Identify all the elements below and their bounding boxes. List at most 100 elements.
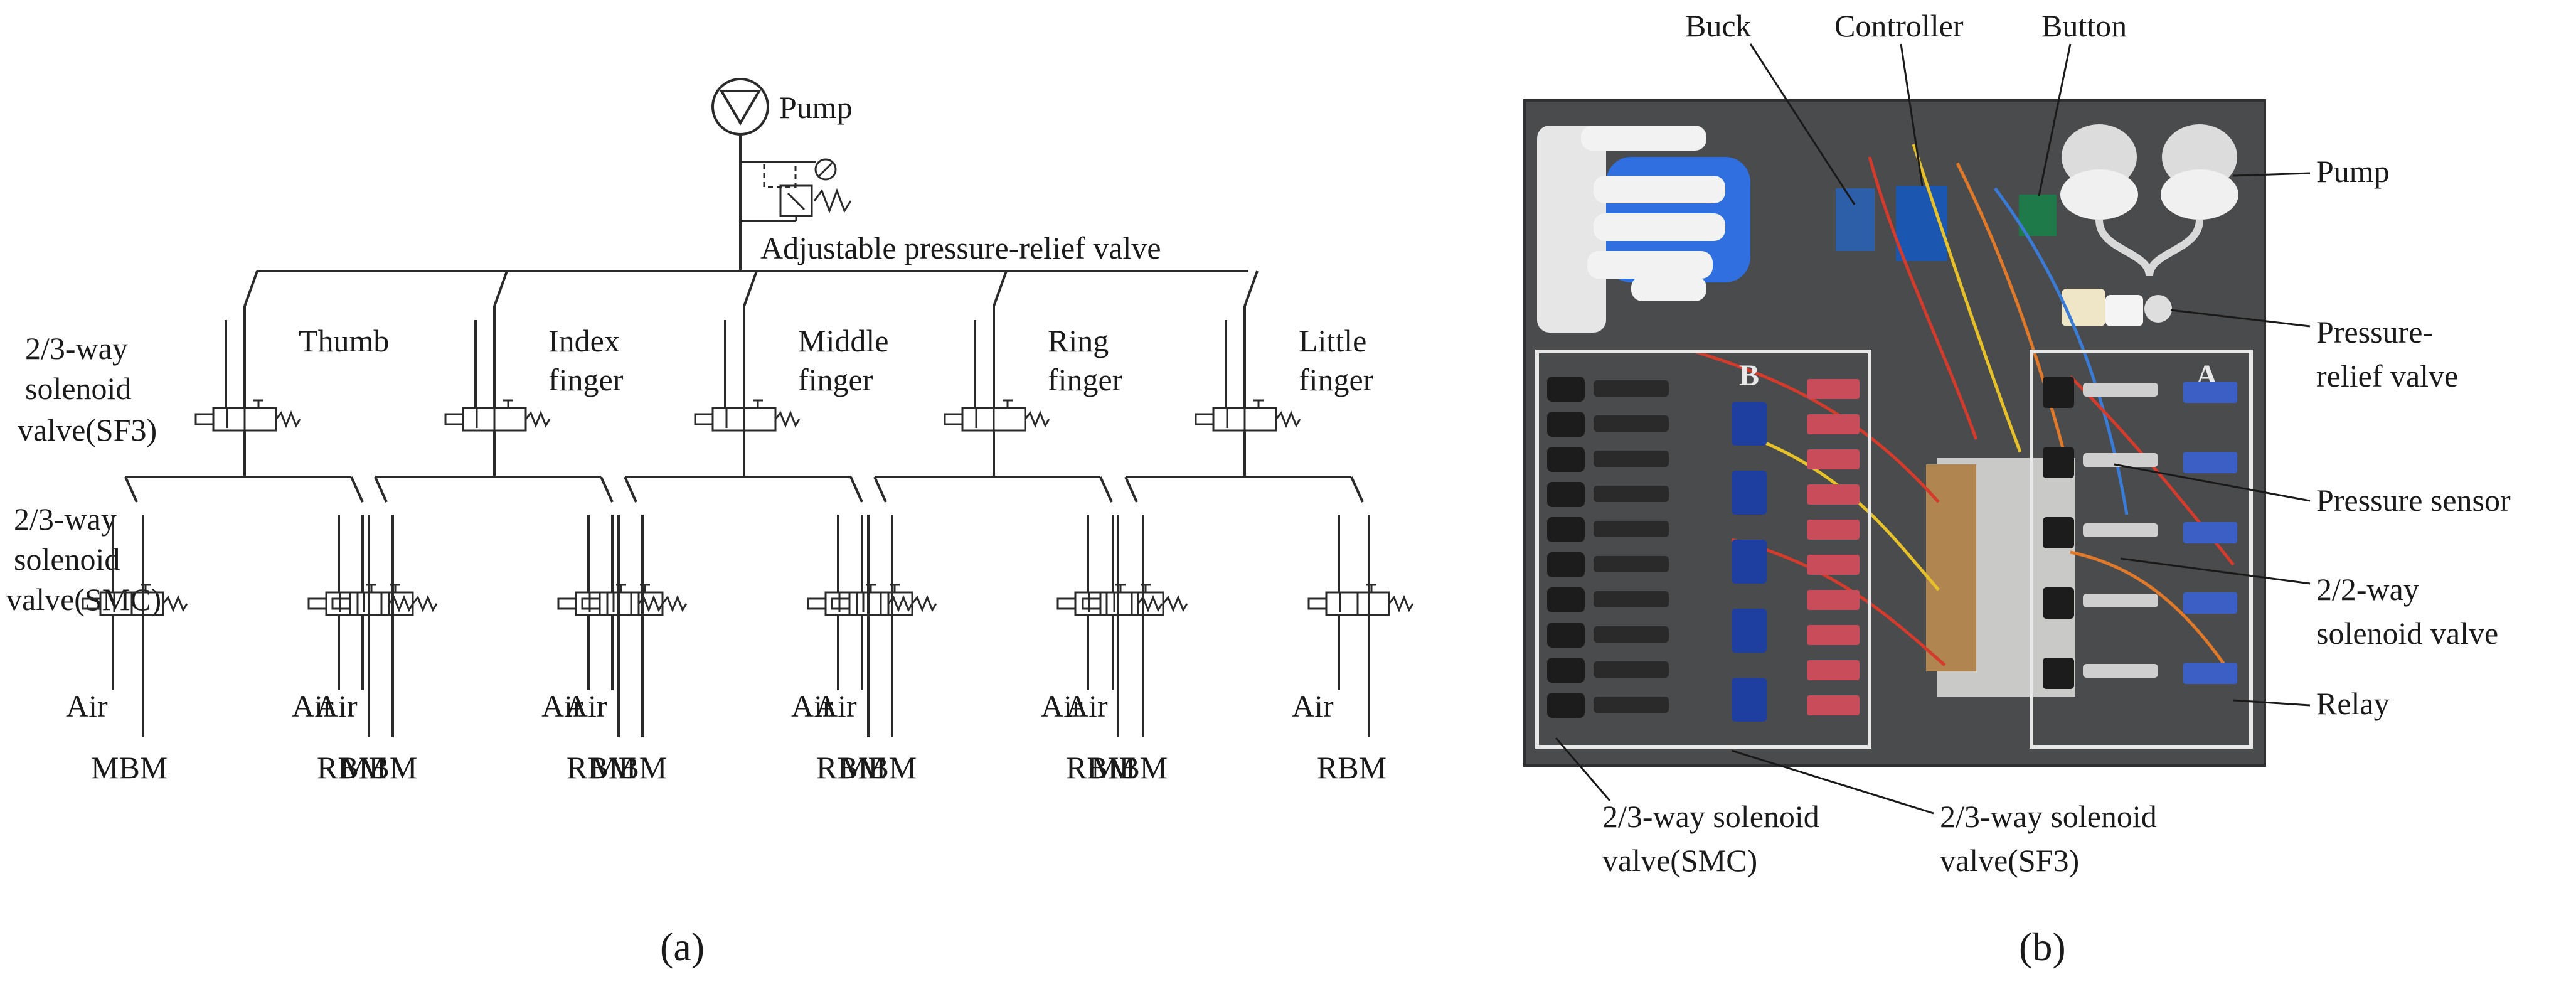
finger-branches: ThumbAirMBMAirRBMIndexfingerAirMBMAirRBM… (66, 270, 1414, 785)
panel-a-schematic: Pump Adjustable pressure-relief valve 2/… (6, 78, 1414, 969)
smc-valve-image (1547, 552, 1585, 577)
smc-valve-image (1547, 482, 1585, 507)
region-a-components-image (2043, 377, 2237, 689)
relief-photo-label-line: relief valve (2316, 358, 2458, 393)
relay-image (2183, 452, 2237, 473)
air-label: Air (316, 688, 358, 724)
smc-valve-image (1547, 623, 1585, 648)
sf3-valve-image (1732, 402, 1767, 446)
air-label: Air (1041, 688, 1083, 724)
pumps-image (2060, 124, 2238, 277)
air-label: Air (815, 688, 857, 724)
buck-leader (1749, 43, 1856, 205)
panel-b-hardware-photo: B A Buck Controller Button Pump Pressure… (1523, 8, 2511, 969)
valve22-image (2043, 658, 2074, 689)
finger-label: finger (798, 362, 873, 397)
fitting-image (1594, 380, 1669, 397)
region-b-box (1535, 350, 1871, 749)
relay-image (1807, 520, 1860, 540)
sf3-leader (1731, 749, 1934, 815)
region-b-valves-image (1547, 377, 1860, 722)
sf3-valve-label: 2/3-way solenoid valve(SF3) (18, 331, 157, 447)
sf3-valve-image (1732, 471, 1767, 515)
smc-valve-symbol-icon (1307, 584, 1414, 616)
air-label: Air (565, 688, 607, 724)
pressure-sensor-leader (2114, 463, 2311, 502)
sf3-valve-symbol-icon (194, 399, 301, 432)
mbm-label: MBM (590, 750, 667, 785)
valve22-image (2043, 377, 2074, 408)
pump-photo-label: Pump (2316, 154, 2390, 189)
pressure-relief-valve-symbol-icon (740, 158, 852, 222)
tube-image (2083, 594, 2158, 607)
mbm-label: MBM (341, 750, 417, 785)
relay-image (1807, 660, 1860, 680)
finger-label: Little (1299, 323, 1366, 358)
panel-a-caption: (a) (660, 924, 705, 969)
smc-valve-symbol-icon (307, 584, 414, 616)
finger-label: finger (1048, 362, 1123, 397)
air-label: Air (541, 688, 583, 724)
rbm-label: RBM (816, 750, 886, 785)
pressure-relief-valve-label: Adjustable pressure-relief valve (760, 230, 1161, 265)
smc-photo-label-line: valve(SMC) (1602, 843, 1757, 878)
fitting-image (1594, 486, 1669, 502)
fitting-image (1594, 591, 1669, 607)
air-label: Air (1292, 688, 1334, 724)
sf3-valve-symbol-icon (694, 399, 801, 432)
smc-valve-image (1547, 693, 1585, 718)
valve22-image (2043, 517, 2074, 548)
fitting-image (1594, 521, 1669, 537)
smc-valve-image (1547, 377, 1585, 402)
smc-valve-symbol-icon (581, 584, 688, 616)
fitting-image (1594, 556, 1669, 572)
buck-module-image (1836, 188, 1875, 251)
sf3-valve-symbol-icon (444, 399, 551, 432)
smc-valve-symbol-icon (1082, 584, 1188, 616)
sf3-valve-symbol-icon (1195, 399, 1301, 432)
smc-valve-symbol-icon (807, 584, 913, 616)
mbm-label: MBM (91, 750, 168, 785)
tube-image (2083, 383, 2158, 397)
smc-valve-image (1547, 587, 1585, 612)
relay-image (1807, 484, 1860, 505)
region-a-box (2030, 350, 2253, 749)
smc-valve-symbol-icon (82, 584, 188, 616)
finger-label: finger (548, 362, 624, 397)
tube-image (2083, 453, 2158, 467)
pump-symbol-icon (711, 78, 769, 136)
rbm-label: RBM (317, 750, 386, 785)
relay-image (1807, 555, 1860, 575)
air-label: Air (66, 688, 108, 724)
relay-image (1807, 379, 1860, 399)
air-label: Air (791, 688, 833, 724)
smc-valve-symbol-icon (831, 584, 937, 616)
fitting-image (1594, 626, 1669, 643)
finger-label: finger (1299, 362, 1374, 397)
robotic-hand-image (1537, 126, 1750, 333)
sf3-label-line: solenoid (25, 371, 131, 406)
rbm-label: RBM (1066, 750, 1136, 785)
controller-leader (1900, 43, 1924, 186)
relay-image (1807, 414, 1860, 434)
valve22-image (2043, 587, 2074, 619)
fitting-image (1594, 661, 1669, 678)
fitting-image (1594, 451, 1669, 467)
controller-label: Controller (1834, 8, 1964, 43)
valve22-image (2043, 447, 2074, 478)
smc-valve-image (1547, 412, 1585, 437)
relief-leader (2170, 309, 2311, 328)
finger-label: Ring (1048, 323, 1109, 358)
smc-label-line: solenoid (14, 542, 120, 577)
smc-valve-image (1547, 447, 1585, 472)
relay-image (2183, 592, 2237, 614)
relay-image (1807, 590, 1860, 610)
rbm-label: RBM (567, 750, 636, 785)
pump-label: Pump (779, 90, 853, 125)
buck-label: Buck (1685, 8, 1752, 43)
relay-label: Relay (2316, 686, 2390, 721)
